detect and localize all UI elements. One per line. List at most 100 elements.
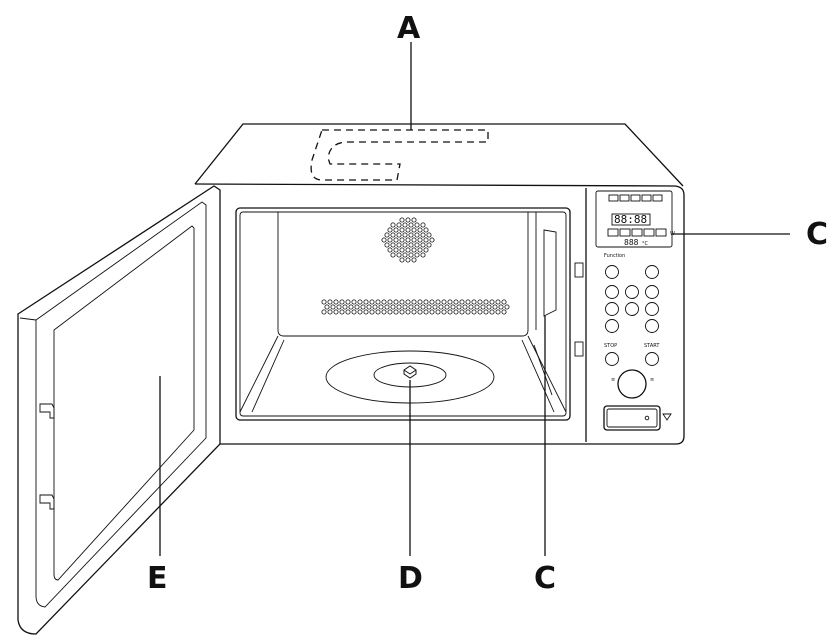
- vent-hole: [357, 299, 363, 305]
- vent-hole: [330, 304, 336, 310]
- panel-button-7[interactable]: [625, 302, 639, 316]
- vent-hole: [324, 304, 330, 310]
- vent-hole: [405, 247, 411, 253]
- vent-hole: [417, 309, 423, 315]
- temp-unit: °C: [642, 241, 649, 247]
- vent-hole: [408, 304, 414, 310]
- vent-hole: [357, 309, 363, 315]
- vent-hole: [414, 252, 420, 258]
- vent-hole: [417, 237, 423, 243]
- vent-hole: [366, 304, 372, 310]
- panel-button-6[interactable]: [605, 302, 619, 316]
- vent-hole: [477, 309, 483, 315]
- vent-hole: [405, 217, 411, 223]
- vent-hole: [420, 304, 426, 310]
- vent-hole: [489, 299, 495, 305]
- control-dial[interactable]: [617, 369, 647, 399]
- cabinet-front: [194, 183, 685, 445]
- vent-hole: [429, 237, 435, 243]
- vent-hole: [375, 299, 381, 305]
- vent-hole: [492, 304, 498, 310]
- vent-hole: [396, 232, 402, 238]
- vent-hole: [399, 237, 405, 243]
- display-icon-row-top: [608, 194, 663, 202]
- panel-button-2[interactable]: [645, 265, 659, 279]
- button-grid: [605, 265, 659, 333]
- callout-a: A: [397, 11, 421, 46]
- vent-hole: [417, 299, 423, 305]
- vent-hole: [363, 299, 369, 305]
- panel-button-4[interactable]: [625, 285, 639, 299]
- vent-hole: [396, 252, 402, 258]
- door-release-button[interactable]: [603, 405, 661, 431]
- vent-hole: [405, 227, 411, 233]
- vent-hole: [429, 309, 435, 315]
- vent-hole: [411, 237, 417, 243]
- vent-hole: [456, 304, 462, 310]
- panel-button-10[interactable]: [645, 319, 659, 333]
- vent-hole: [393, 247, 399, 253]
- vent-hole: [399, 299, 405, 305]
- vent-hole: [462, 304, 468, 310]
- latch-hole-upper: [574, 262, 584, 278]
- stop-label: STOP: [604, 343, 617, 349]
- vent-hole: [474, 304, 480, 310]
- vent-hole: [336, 304, 342, 310]
- vent-hole: [390, 222, 396, 228]
- start-button[interactable]: [645, 352, 659, 366]
- top-vent-grille: [381, 217, 435, 263]
- display-icon-row-mid: [607, 228, 667, 237]
- panel-button-1[interactable]: [605, 265, 619, 279]
- vent-hole: [351, 309, 357, 315]
- vent-hole: [333, 299, 339, 305]
- temp-display: 888: [624, 238, 639, 247]
- vent-hole: [390, 242, 396, 248]
- vent-hole: [477, 299, 483, 305]
- panel-button-5[interactable]: [645, 285, 659, 299]
- vent-hole: [411, 227, 417, 233]
- vent-hole: [498, 304, 504, 310]
- vent-hole: [405, 257, 411, 263]
- vent-hole: [327, 299, 333, 305]
- callout-c-side: C: [534, 561, 556, 596]
- vent-hole: [369, 299, 375, 305]
- vent-hole: [423, 309, 429, 315]
- vent-hole: [429, 299, 435, 305]
- vent-hole: [453, 299, 459, 305]
- stop-button[interactable]: [605, 352, 619, 366]
- vent-hole: [423, 227, 429, 233]
- vent-hole: [408, 232, 414, 238]
- cabinet-top: [194, 123, 684, 187]
- vent-hole: [399, 309, 405, 315]
- vent-hole: [405, 237, 411, 243]
- vent-hole: [402, 304, 408, 310]
- vent-hole: [414, 242, 420, 248]
- vent-hole: [444, 304, 450, 310]
- latch-hole-lower: [574, 341, 584, 357]
- vent-hole: [483, 299, 489, 305]
- door-hook-lower: [39, 494, 55, 510]
- vent-hole: [459, 299, 465, 305]
- panel-button-9[interactable]: [605, 319, 619, 333]
- vent-hole: [345, 309, 351, 315]
- callout-d: D: [398, 561, 423, 596]
- vent-hole: [468, 304, 474, 310]
- panel-button-8[interactable]: [645, 302, 659, 316]
- vent-hole: [465, 299, 471, 305]
- vent-hole: [417, 247, 423, 253]
- vent-hole: [345, 299, 351, 305]
- vent-hole: [447, 309, 453, 315]
- vent-hole: [354, 304, 360, 310]
- vent-hole: [423, 247, 429, 253]
- vent-hole: [489, 309, 495, 315]
- vent-hole: [495, 299, 501, 305]
- vent-hole: [471, 299, 477, 305]
- vent-hole: [321, 299, 327, 305]
- waveguide-cover-outline: [310, 129, 489, 181]
- callout-e: E: [147, 561, 168, 596]
- side-wall-cover: [543, 229, 557, 317]
- door: [17, 185, 221, 635]
- rear-vent-grille: [321, 299, 510, 315]
- panel-button-3[interactable]: [605, 285, 619, 299]
